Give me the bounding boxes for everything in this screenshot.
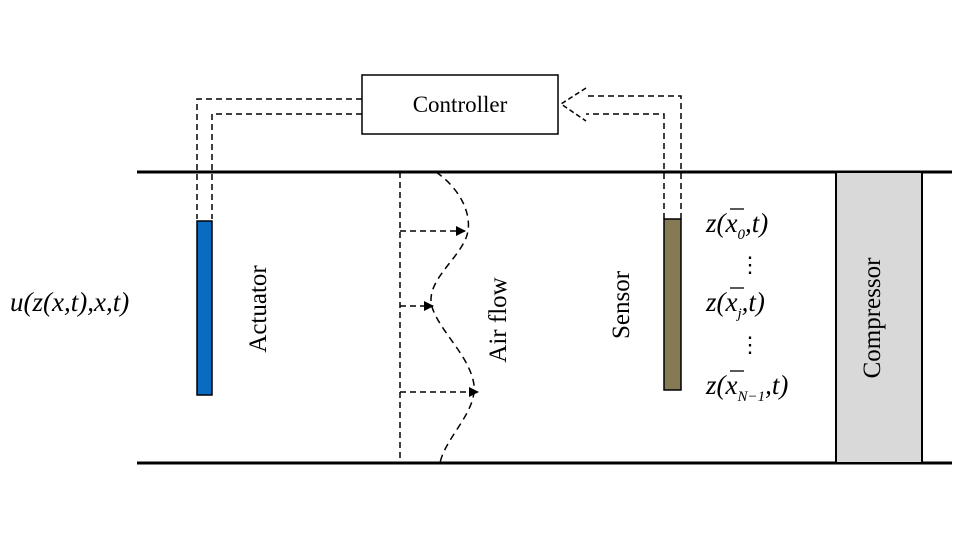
velocity-profile-curve [430, 171, 475, 464]
compressor-block [835, 171, 923, 464]
measurement-z0-var: x [725, 208, 738, 238]
measurement-z0-prefix: z( [705, 208, 728, 238]
measurement-zN-var: x [725, 370, 738, 400]
measurement-z0-sub: 0 [737, 227, 745, 243]
actuator-signal-line-outer [196, 98, 362, 219]
measurement-dots-upper: ⋮ [739, 252, 761, 277]
measurement-zN-sub: N−1 [736, 389, 765, 405]
airflow-label: Air flow [485, 277, 512, 362]
measurement-zj-prefix: z( [705, 287, 728, 317]
svg-text:z(x0,t): z(x0,t) [705, 208, 768, 243]
svg-text:z(xN−1,t): z(xN−1,t) [705, 370, 788, 405]
actuator-signal-line-inner [211, 113, 362, 219]
sensor-feedback-line-inner [586, 113, 665, 219]
svg-text:z(xj,t): z(xj,t) [705, 287, 765, 322]
feedback-arrowhead [559, 87, 587, 122]
actuator-label: Actuator [245, 265, 272, 353]
controller-label: Controller [413, 92, 508, 117]
measurement-zj-suffix: ,t) [742, 287, 765, 317]
sensor-feedback-line-outer [586, 95, 682, 219]
measurement-zj: z(xj,t) [705, 287, 765, 322]
measurement-zj-var: x [725, 287, 738, 317]
actuator-bar [196, 220, 213, 396]
sensor-bar [663, 218, 682, 391]
measurement-zN-suffix: ,t) [765, 370, 788, 400]
measurement-zj-sub: j [735, 306, 741, 322]
measurement-zN: z(xN−1,t) [705, 370, 788, 405]
measurement-zN-prefix: z( [705, 370, 728, 400]
measurement-dots-lower: ⋮ [739, 332, 761, 357]
measurement-z0: z(x0,t) [705, 208, 768, 243]
measurement-z0-suffix: ,t) [745, 208, 768, 238]
compressor-label: Compressor [859, 257, 886, 379]
actuator-signal-label: u(z(x,t),x,t) [10, 287, 129, 317]
controller-box [361, 74, 559, 135]
sensor-label: Sensor [608, 270, 635, 339]
